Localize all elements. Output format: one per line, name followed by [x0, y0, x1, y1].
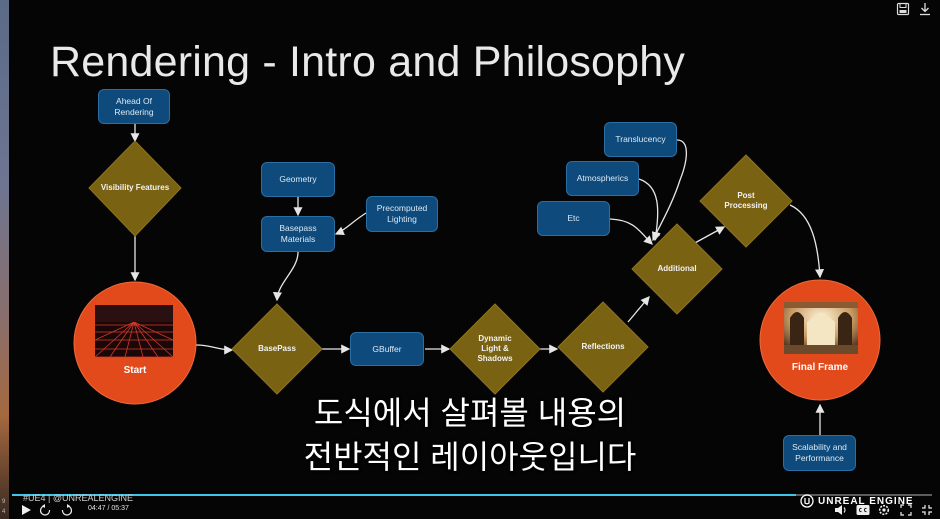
save-icon[interactable]	[896, 2, 910, 16]
diamond-reflections	[557, 301, 649, 393]
time-display: 04:47 / 05:37	[88, 505, 129, 512]
final-frame-thumbnail	[784, 302, 858, 354]
arrow-additional-to-post	[692, 226, 726, 245]
left-edge-number-2: 4	[2, 509, 6, 515]
left-edge-strip	[0, 0, 9, 519]
exit-fullscreen-icon[interactable]	[921, 503, 933, 515]
diamond-visibility-features	[88, 140, 182, 237]
box-geometry: Geometry	[261, 162, 335, 197]
label-final-frame: Final Frame	[791, 362, 849, 373]
left-edge-number-1: 9	[2, 499, 6, 505]
box-etc: Etc	[537, 201, 610, 236]
label-visibility-features: Visibility Features	[100, 183, 170, 192]
arrow-reflections-to-additional	[627, 296, 650, 323]
unreal-engine-logo: UNREAL ENGINE	[800, 494, 914, 508]
label-basepass: BasePass	[258, 344, 296, 353]
label-post-processing: Post Processing	[724, 191, 768, 210]
box-gbuffer: GBuffer	[350, 332, 424, 366]
slide-title: Rendering - Intro and Philosophy	[50, 38, 686, 86]
unreal-engine-wordmark: UNREAL ENGINE	[818, 495, 914, 507]
label-reflections: Reflections	[581, 342, 625, 351]
time-separator: /	[107, 505, 110, 512]
subtitle-line-2: 전반적인 레이아웃입니다	[303, 439, 637, 475]
channel-handle: #UE4 | @UNREALENGINE	[23, 493, 134, 503]
captions-icon[interactable]	[856, 503, 870, 515]
box-atmospherics: Atmospherics	[566, 161, 639, 196]
unreal-engine-icon	[800, 494, 814, 508]
box-translucency: Translucency	[604, 122, 677, 157]
diamond-additional	[631, 223, 723, 315]
box-precomputed-lighting: Precomputed Lighting	[366, 196, 438, 232]
arrow-materials-to-basepass	[272, 251, 299, 302]
arrow-atmospherics-to-additional	[638, 178, 661, 242]
label-additional: Additional	[657, 264, 697, 273]
diamond-basepass	[231, 303, 323, 395]
progress-fill	[12, 494, 796, 496]
diamond-post-processing	[699, 154, 793, 248]
box-scalability-performance: Scalability and Performance	[783, 435, 856, 471]
box-basepass-materials: Basepass Materials	[261, 216, 335, 252]
arrow-etc-to-additional	[609, 218, 653, 245]
play-icon[interactable]	[20, 503, 32, 515]
label-start: Start	[123, 365, 147, 376]
rewind-icon[interactable]	[38, 503, 52, 516]
arrow-start-to-basepass	[195, 344, 234, 355]
start-thumbnail	[94, 305, 174, 358]
label-dynamic-light-shadows: Dynamic Light & Shadows	[477, 334, 513, 363]
arrow-translucency-to-additional	[652, 139, 688, 242]
forward-icon[interactable]	[60, 503, 74, 516]
progress-bar[interactable]	[12, 494, 932, 496]
time-total: 05:37	[111, 505, 129, 512]
diamond-dynamic-light	[449, 303, 541, 395]
arrow-lighting-to-materials	[334, 212, 367, 235]
arrow-post-to-final	[789, 204, 825, 279]
fullscreen-icon[interactable]	[900, 503, 912, 516]
time-current: 04:47	[88, 505, 106, 512]
volume-icon[interactable]	[834, 503, 848, 515]
box-ahead-of-rendering: Ahead Of Rendering	[98, 89, 170, 124]
settings-icon[interactable]	[878, 503, 890, 516]
download-icon[interactable]	[918, 2, 932, 16]
subtitle-line-1: 도식에서 살펴볼 내용의	[313, 395, 627, 431]
